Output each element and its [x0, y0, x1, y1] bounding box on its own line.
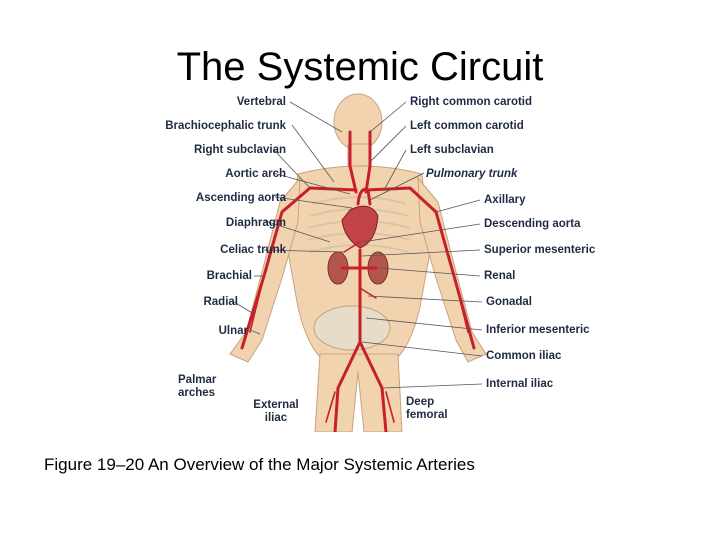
label-external-iliac: External iliac: [253, 399, 299, 424]
label-left-common-carotid: Left common carotid: [410, 120, 524, 132]
label-radial: Radial: [203, 296, 238, 308]
label-diaphragm: Diaphragm: [225, 217, 286, 229]
artery-diagram: Vertebral Brachiocephalic trunk Right su…: [130, 92, 610, 432]
label-axillary: Axillary: [484, 194, 526, 206]
label-superior-mesenteric: Superior mesenteric: [484, 244, 596, 256]
figure-caption: Figure 19–20 An Overview of the Major Sy…: [44, 455, 475, 474]
label-left-subclavian: Left subclavian: [410, 144, 494, 156]
label-celiac-trunk: Celiac trunk: [220, 244, 286, 256]
label-inferior-mesenteric: Inferior mesenteric: [486, 324, 590, 336]
body-illustration: [229, 93, 487, 432]
label-brachiocephalic-trunk: Brachiocephalic trunk: [165, 120, 286, 132]
label-vertebral: Vertebral: [236, 96, 286, 108]
label-renal: Renal: [484, 270, 516, 282]
label-deep-femoral: Deep femoral: [406, 396, 448, 421]
label-descending-aorta: Descending aorta: [484, 218, 581, 230]
label-common-iliac: Common iliac: [486, 350, 562, 362]
label-brachial: Brachial: [206, 270, 252, 282]
label-ulnar: Ulnar: [218, 325, 248, 337]
label-gonadal: Gonadal: [486, 296, 533, 308]
label-aortic-arch: Aortic arch: [225, 168, 286, 180]
label-ascending-aorta: Ascending aorta: [195, 192, 286, 204]
label-internal-iliac: Internal iliac: [486, 378, 554, 390]
label-palmar-arches: Palmar arches: [178, 374, 217, 399]
slide-title: The Systemic Circuit: [176, 45, 544, 89]
label-right-subclavian: Right subclavian: [193, 144, 286, 156]
label-pulmonary-trunk: Pulmonary trunk: [426, 168, 518, 180]
label-right-common-carotid: Right common carotid: [410, 96, 533, 108]
